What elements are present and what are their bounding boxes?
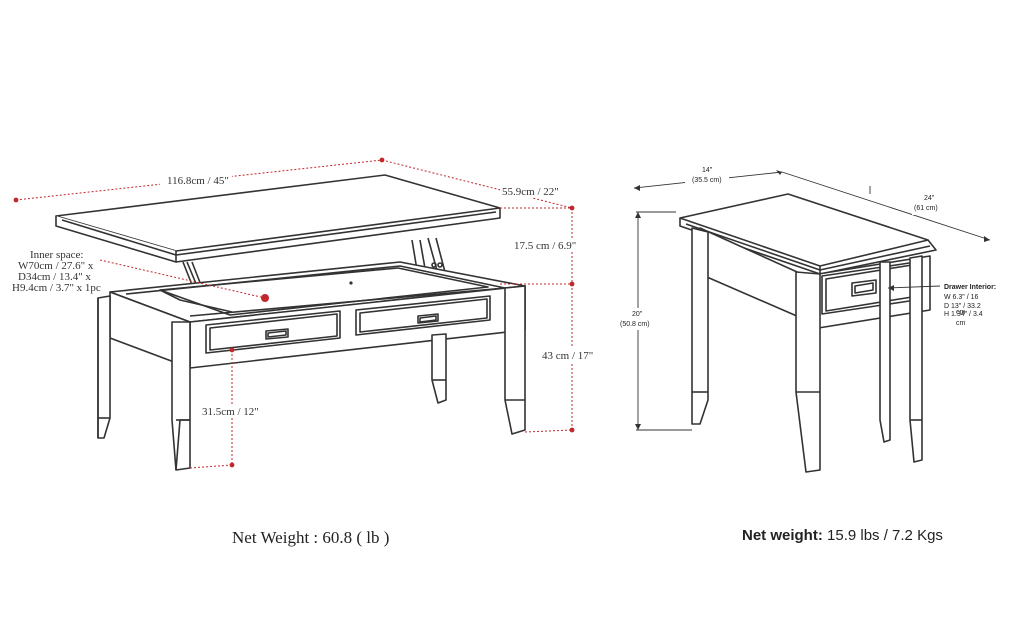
drawer-interior-height: H 1.34" / 3.4	[944, 311, 983, 318]
end-table-drawing	[679, 193, 937, 473]
coffee-table-drawing	[55, 174, 526, 471]
drawer-interior-width: W 6.3" / 16	[944, 294, 978, 301]
end-table-height-in: 20"	[632, 311, 643, 318]
inner-space-width: W70cm / 27.6" x	[18, 260, 94, 272]
end-table-height-cm: (50.8 cm)	[620, 321, 650, 328]
inner-space-title: Inner space:	[30, 249, 83, 261]
drawer-interior-title: Drawer Interior:	[944, 284, 996, 291]
coffee-table-height-label: 43 cm / 17"	[542, 350, 593, 362]
coffee-table-lift-height-label: 17.5 cm / 6.9"	[514, 240, 576, 252]
end-table-width-cm: (35.5 cm)	[692, 177, 722, 184]
drawer-interior-depth: D 13" / 33.2	[944, 303, 981, 310]
coffee-table-depth-label: 55.9cm / 22"	[502, 186, 559, 198]
coffee-table-dimension-dots	[13, 157, 575, 468]
end-table-net-weight-value: 15.9 lbs / 7.2 Kgs	[822, 527, 943, 544]
end-table-arrowheads	[634, 170, 990, 430]
inner-space-height: H9.4cm / 3.7" x 1pc	[12, 282, 101, 294]
drawer-interior-unit: cm	[956, 309, 966, 316]
end-table-depth-cm: (61 cm)	[914, 205, 938, 212]
drawer-interior-unit-2: cm	[956, 320, 966, 327]
end-table-net-weight-label: Net weight:	[742, 527, 823, 544]
coffee-table-length-label: 116.8cm / 45"	[167, 175, 229, 187]
end-table-net-weight: Net weight: 15.9 lbs / 7.2 Kgs	[742, 527, 943, 544]
coffee-table-net-weight: Net Weight : 60.8 ( lb )	[232, 528, 390, 547]
inner-space-depth: D34cm / 13.4" x	[18, 271, 91, 283]
end-table-depth-in: 24"	[924, 195, 935, 202]
coffee-table-shelf-height-label: 31.5cm / 12"	[202, 406, 259, 418]
end-table-width-in: 14"	[702, 167, 713, 174]
